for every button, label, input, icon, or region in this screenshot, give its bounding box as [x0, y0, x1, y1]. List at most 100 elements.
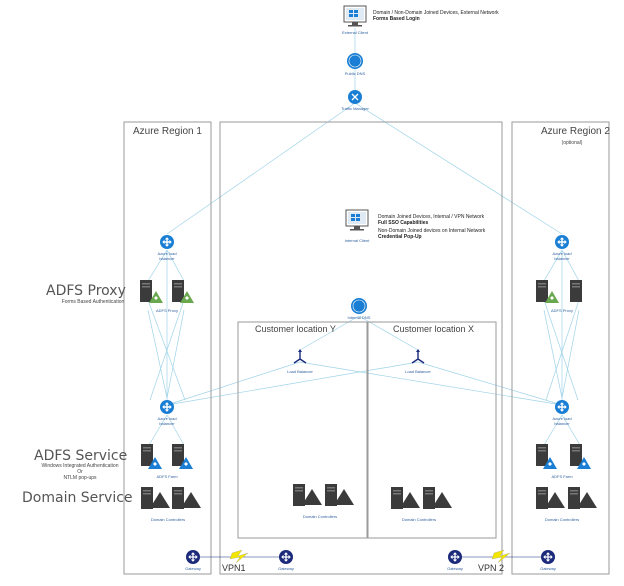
adfs-service-sublabel: Windows Integrated Authentication Or NTL…: [34, 463, 126, 481]
domain-controllers-2-label: Domain Controllers: [544, 517, 580, 522]
internal-note-line1: Domain Joined Devices, Internal / VPN Ne…: [378, 214, 485, 220]
server-icon: [325, 484, 337, 506]
domain-controllers-location-x: [391, 487, 452, 509]
vpn1-label: VPN1: [222, 563, 246, 573]
internal-client-icon: [345, 209, 369, 231]
customer-location-x-title: Customer location X: [393, 324, 475, 334]
internal-client-label: Internal Client: [344, 238, 370, 243]
adfs-proxy-label: ADFS Proxy: [46, 283, 126, 299]
domain-controllers-region1: [141, 487, 201, 509]
domain-controllers-x-label: Domain Controllers: [401, 517, 437, 522]
adfs-farm-servers-region1: [141, 444, 193, 469]
gateway-location-x-icon: [447, 549, 463, 565]
server-icon: [570, 444, 582, 466]
internal-note: Domain Joined Devices, Internal / VPN Ne…: [378, 214, 485, 240]
domain-controllers-region2: [536, 487, 597, 509]
server-icon: [568, 487, 580, 509]
adfs-service-sub1: Windows Integrated Authentication: [41, 463, 119, 469]
azure-region-1-box: [123, 121, 212, 575]
load-balancer-y-label: Load Balancer: [287, 369, 313, 374]
server-icon: [172, 487, 184, 509]
public-dns-label: Public DNS: [344, 71, 366, 76]
azure-lb-4-label: Azure load balancer: [542, 416, 582, 426]
external-note-line2: Forms Based Login: [373, 16, 420, 22]
customer-location-y-title: Customer location Y: [255, 324, 336, 334]
server-icon: [140, 280, 152, 302]
adfs-service-sub2: Or: [77, 469, 83, 475]
server-icon: [536, 444, 548, 466]
gateway-x-label: Gateway: [447, 566, 463, 571]
azure-lb-2-label: Azure load balancer: [147, 416, 187, 426]
gateway-location-y-icon: [278, 549, 294, 565]
azure-region-1-title: Azure Region 1: [133, 126, 202, 137]
external-note: Domain / Non-Domain Joined Devices, Exte…: [373, 10, 499, 22]
server-icon: [536, 487, 548, 509]
server-icon: [141, 444, 153, 466]
adfs-service-label: ADFS Service: [34, 448, 128, 464]
on-premises-box: [219, 121, 503, 575]
azure-load-balancer-icon: [159, 234, 175, 250]
gateway-region1-icon: [185, 549, 201, 565]
gateway-region2-icon: [540, 549, 556, 565]
public-dns-icon: [346, 52, 364, 70]
server-icon: [423, 487, 435, 509]
load-balancer-y-icon: [293, 348, 307, 364]
azure-load-balancer-icon: [554, 399, 570, 415]
gateway-2-label: Gateway: [540, 566, 556, 571]
external-note-line1: Domain / Non-Domain Joined Devices, Exte…: [373, 10, 499, 16]
domain-controllers-y-label: Domain Controllers: [302, 514, 338, 519]
azure-region-2-box: [511, 121, 610, 575]
domain-controllers-location-y: [293, 484, 354, 506]
server-icon: [570, 280, 582, 302]
external-client-icon: [343, 5, 367, 27]
gateway-1-label: Gateway: [185, 566, 201, 571]
adfs-service-sub3: NTLM pop-ups: [63, 475, 97, 481]
internal-dns-icon: [350, 297, 368, 315]
adfs-farm-1-label: ADFS Farm: [156, 474, 178, 479]
azure-lb-label-line1: Azure load: [157, 416, 177, 421]
azure-lb-label-line2: balancer: [554, 421, 570, 426]
internal-note-line3: Non-Domain Joined devices on Internal Ne…: [378, 228, 486, 234]
customer-location-y-box: [237, 321, 368, 539]
region-boxes: [123, 121, 610, 575]
server-icon: [391, 487, 403, 509]
vpn1-lightning-icon: [229, 549, 249, 564]
azure-lb-3-label: Azure load balancer: [542, 251, 582, 261]
server-icon: [172, 280, 184, 302]
traffic-manager-icon: [348, 90, 362, 104]
adfs-proxy-1-label: ADFS Proxy: [155, 308, 178, 313]
adfs-proxy-sublabel: Forms Based Authentication: [61, 299, 125, 305]
traffic-manager-label: Traffic Manager: [341, 106, 369, 111]
adfs-farm-2-label: ADFS Farm: [551, 474, 573, 479]
adfs-proxy-servers-region2: [536, 280, 582, 303]
load-balancer-x-icon: [411, 348, 425, 364]
domain-controllers-1-label: Domain Controllers: [150, 517, 186, 522]
customer-location-x-box: [367, 321, 497, 539]
adfs-farm-servers-region2: [536, 444, 591, 469]
azure-lb-label-line1: Azure load: [552, 251, 572, 256]
azure-lb-label-line1: Azure load: [157, 251, 177, 256]
server-icon: [172, 444, 184, 466]
azure-region-2-subtitle: (optional): [561, 140, 583, 146]
domain-service-label: Domain Service: [22, 490, 133, 506]
external-client-label: External Client: [341, 30, 368, 35]
internal-dns-label: Internal DNS: [347, 315, 371, 320]
adfs-proxy-2-label: ADFS Proxy: [550, 308, 573, 313]
azure-lb-label-line1: Azure load: [552, 416, 572, 421]
azure-lb-label-line2: balancer: [159, 256, 175, 261]
load-balancer-x-label: Load Balancer: [405, 369, 431, 374]
vpn2-label: VPN 2: [478, 563, 505, 573]
gateway-y-label: Gateway: [278, 566, 294, 571]
server-icon: [536, 280, 548, 302]
internal-note-line2: Full SSO Capabilities: [378, 220, 429, 226]
azure-lb-label-line2: balancer: [159, 421, 175, 426]
azure-load-balancer-icon: [554, 234, 570, 250]
azure-load-balancer-icon: [159, 399, 175, 415]
azure-lb-1-label: Azure load balancer: [147, 251, 187, 261]
connection-lines: [147, 28, 581, 446]
server-icon: [293, 484, 305, 506]
azure-lb-label-line2: balancer: [554, 256, 570, 261]
azure-region-2-title: Azure Region 2: [541, 126, 610, 137]
server-icon: [141, 487, 153, 509]
